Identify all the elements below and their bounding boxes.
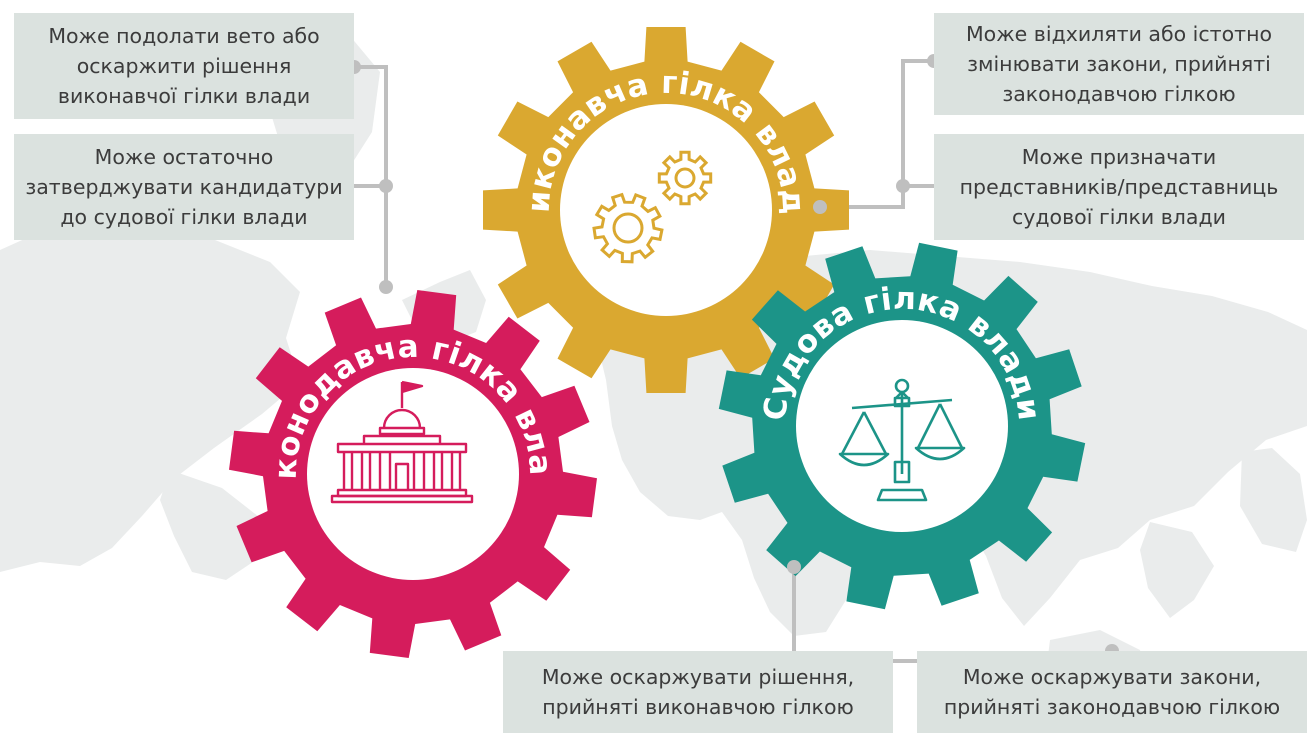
connector-dot: [379, 280, 393, 294]
small-cog-icon: [657, 150, 713, 206]
scales-of-justice-icon: [838, 378, 966, 502]
connector-dot: [787, 560, 801, 574]
executive-gear-hub: [560, 104, 772, 316]
gears-icon: [592, 150, 713, 264]
connector-dot: [813, 200, 827, 214]
veto-override-label: Може подолати вето або оскаржити рішення…: [14, 13, 354, 119]
large-cog-icon: [592, 192, 664, 264]
reject-laws-label: Може відхиляти або істотно змінювати зак…: [934, 13, 1304, 115]
challenge-executive-decisions-label: Може оскаржувати рішення, прийняті викон…: [503, 651, 893, 733]
appoint-judges-label: Може призначати представників/представни…: [934, 134, 1304, 240]
challenge-laws-label: Може оскаржувати закони, прийняті законо…: [917, 651, 1307, 733]
connector-dot: [896, 179, 910, 193]
connector-dot: [379, 179, 393, 193]
confirm-candidates-label: Може остаточно затверджувати кандидатури…: [14, 134, 354, 240]
parliament-building-icon: [330, 380, 474, 504]
